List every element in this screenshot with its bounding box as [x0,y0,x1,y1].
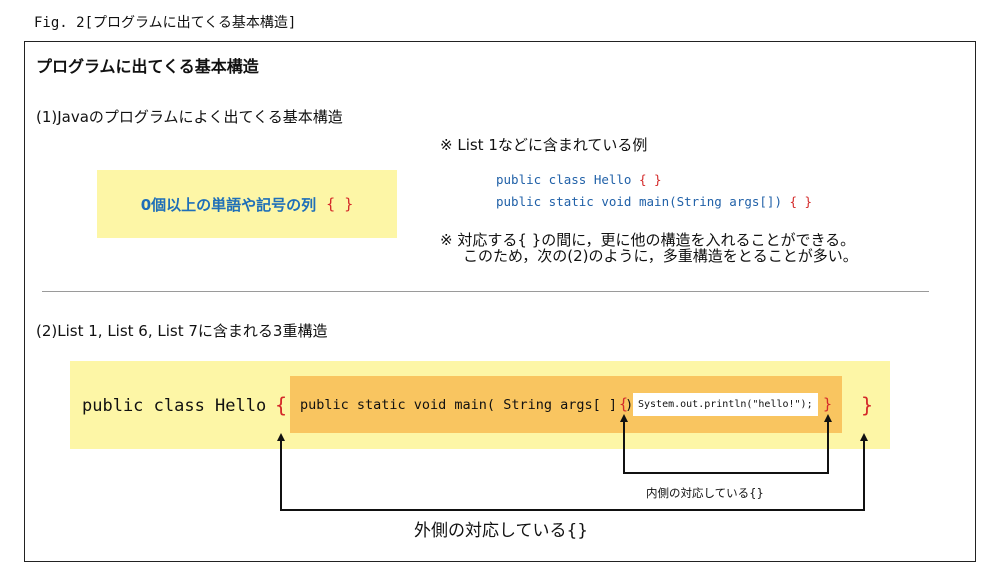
section2-title: (2)List 1, List 6, List 7に含まれる3重構造 [36,322,328,340]
figure-label: Fig. 2[プログラムに出てくる基本構造] [34,15,297,31]
nesting-note-line2: このため，次の(2)のように，多重構造をとることが多い。 [463,247,858,265]
figure-frame [24,41,976,562]
outer-brace-caption: 外側の対応している{} [414,521,589,541]
inner-structure-code: System.out.println("hello!"); [638,399,813,410]
outer-structure-code: public class Hello [82,396,267,416]
code-example-main: public static void main(String args[]) {… [496,194,812,209]
outer-close-brace: } [861,393,874,417]
section-divider [42,291,929,292]
middle-close-brace: } [823,395,833,413]
code-example-class: public class Hello { } [496,172,662,187]
token-sequence-label: 0個以上の単語や記号の列 { } [97,170,397,238]
token-sequence-box: 0個以上の単語や記号の列 { } [97,170,397,238]
example-note: ※ List 1などに含まれている例 [440,136,648,154]
code-example-class-text: public class Hello [496,172,639,187]
section1-title: (1)Javaのプログラムによく出てくる基本構造 [36,108,343,126]
outer-open-brace: { [275,393,288,417]
code-example-main-text: public static void main(String args[]) [496,194,790,209]
inner-brace-caption: 内側の対応している{} [646,486,764,500]
token-sequence-text: 0個以上の単語や記号の列 [140,195,317,214]
outer-brace-arrow [277,433,868,511]
main-title: プログラムに出てくる基本構造 [36,57,259,76]
code-example-main-braces: { } [789,194,813,209]
middle-open-brace: { [619,395,629,413]
inner-structure-box [633,393,818,416]
middle-structure-code: public static void main( String args[ ] … [300,397,634,413]
nesting-note-line1: ※ 対応する{ }の間に，更に他の構造を入れることができる。 [440,231,856,249]
inner-brace-arrow [620,414,832,474]
token-sequence-braces: { } [326,195,354,213]
code-example-class-braces: { } [639,172,662,187]
